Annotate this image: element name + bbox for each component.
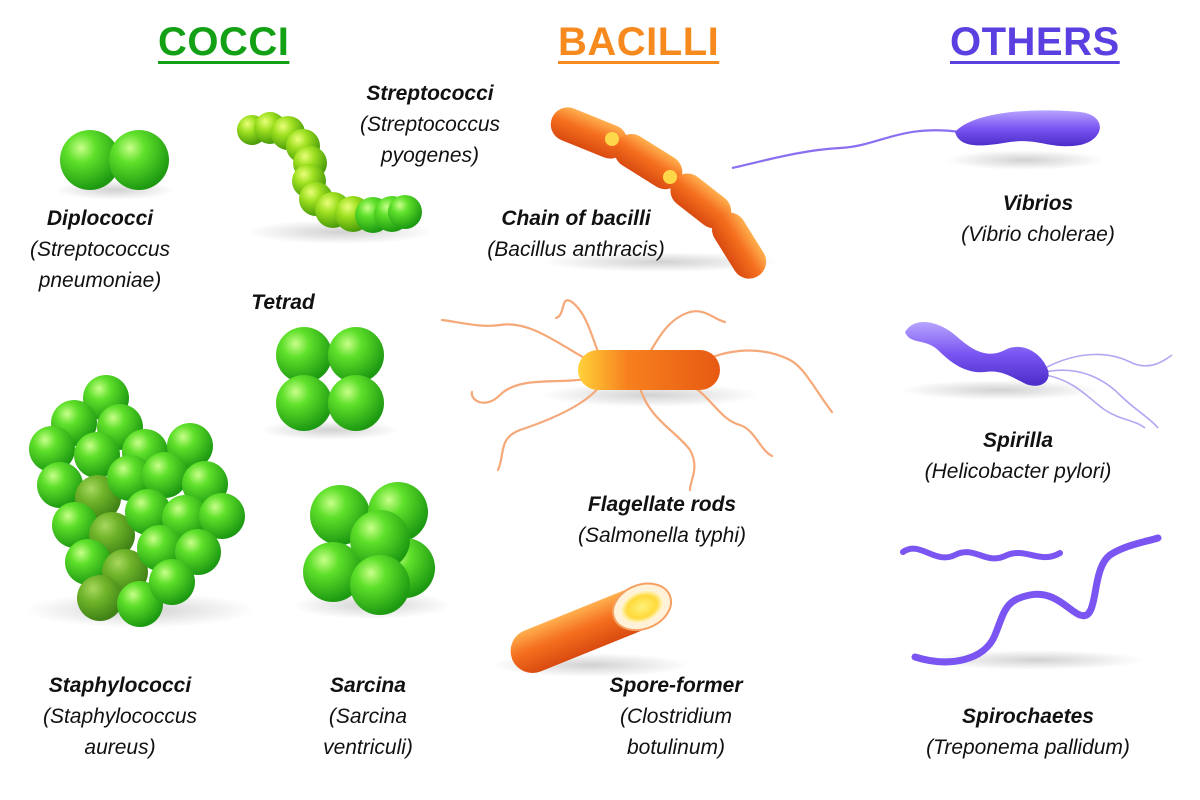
label-spirochaetes: Spirochaetes (Treponema pallidum)	[888, 701, 1168, 763]
label-chain-of-bacilli-species-1: (Bacillus anthracis)	[487, 238, 665, 261]
label-streptococci-name: Streptococci	[366, 82, 494, 105]
label-spore-former: Spore-former (Clostridium botulinum)	[536, 670, 816, 763]
flagellate-rod-shape	[440, 299, 834, 492]
label-spirilla-name: Spirilla	[982, 429, 1054, 452]
label-diplococci-species-1: (Streptococcus	[29, 238, 171, 261]
diplococci-shape	[55, 130, 175, 200]
label-spore-former-species-1: (Clostridium	[619, 705, 732, 728]
label-vibrios-name: Vibrios	[1002, 192, 1074, 215]
heading-bacilli: BACILLI	[558, 20, 720, 64]
label-spore-former-name: Spore-former	[609, 674, 743, 697]
label-sarcina-species-1: (Sarcina	[328, 705, 408, 728]
label-streptococci-species-1: (Streptococcus	[359, 113, 501, 136]
sarcina-shape	[292, 482, 452, 619]
heading-cocci: COCCI	[158, 20, 290, 64]
vibrio-shape	[731, 110, 1105, 170]
staphylococci-shape	[25, 375, 255, 628]
label-staphylococci-name: Staphylococci	[48, 674, 192, 697]
tetrad-shape	[260, 327, 400, 440]
label-diplococci: Diplococci (Streptococcus pneumoniae)	[0, 203, 240, 296]
label-vibrios-species-1: (Vibrio cholerae)	[961, 223, 1115, 246]
spore-former-shape	[490, 582, 690, 677]
label-staphylococci-species-1: (Staphylococcus	[42, 705, 198, 728]
label-tetrad-name: Tetrad	[251, 291, 315, 314]
label-tetrad: Tetrad	[143, 287, 423, 318]
label-flagellate-rods: Flagellate rods (Salmonella typhi)	[522, 489, 802, 551]
spirillum-shape	[900, 321, 1173, 429]
label-spirochaetes-species-1: (Treponema pallidum)	[926, 736, 1130, 759]
label-spirochaetes-name: Spirochaetes	[962, 705, 1094, 728]
chain-of-bacilli-shape	[540, 107, 780, 279]
label-diplococci-name: Diplococci	[46, 207, 154, 230]
label-spore-former-species-2: botulinum)	[626, 736, 726, 759]
label-spirilla-species-1: (Helicobacter pylori)	[924, 460, 1112, 483]
label-sarcina-species-2: ventriculi)	[323, 736, 413, 759]
label-streptococci-species-2: pyogenes)	[380, 144, 480, 167]
label-staphylococci: Staphylococci (Staphylococcus aureus)	[0, 670, 260, 763]
label-chain-of-bacilli-name: Chain of bacilli	[501, 207, 651, 230]
label-flagellate-rods-name: Flagellate rods	[587, 493, 737, 516]
label-diplococci-species-2: pneumoniae)	[38, 269, 162, 292]
label-staphylococci-species-2: aureus)	[84, 736, 156, 759]
spirochaete-shape	[900, 534, 1162, 670]
label-sarcina-name: Sarcina	[330, 674, 406, 697]
label-streptococci: Streptococci (Streptococcus pyogenes)	[290, 78, 570, 171]
label-flagellate-rods-species-1: (Salmonella typhi)	[577, 524, 747, 547]
label-spirilla: Spirilla (Helicobacter pylori)	[878, 425, 1158, 487]
label-vibrios: Vibrios (Vibrio cholerae)	[898, 188, 1178, 250]
label-sarcina: Sarcina (Sarcina ventriculi)	[228, 670, 508, 763]
label-chain-of-bacilli: Chain of bacilli (Bacillus anthracis)	[436, 203, 716, 265]
heading-others: OTHERS	[950, 20, 1120, 64]
streptococci-shape	[237, 112, 435, 244]
